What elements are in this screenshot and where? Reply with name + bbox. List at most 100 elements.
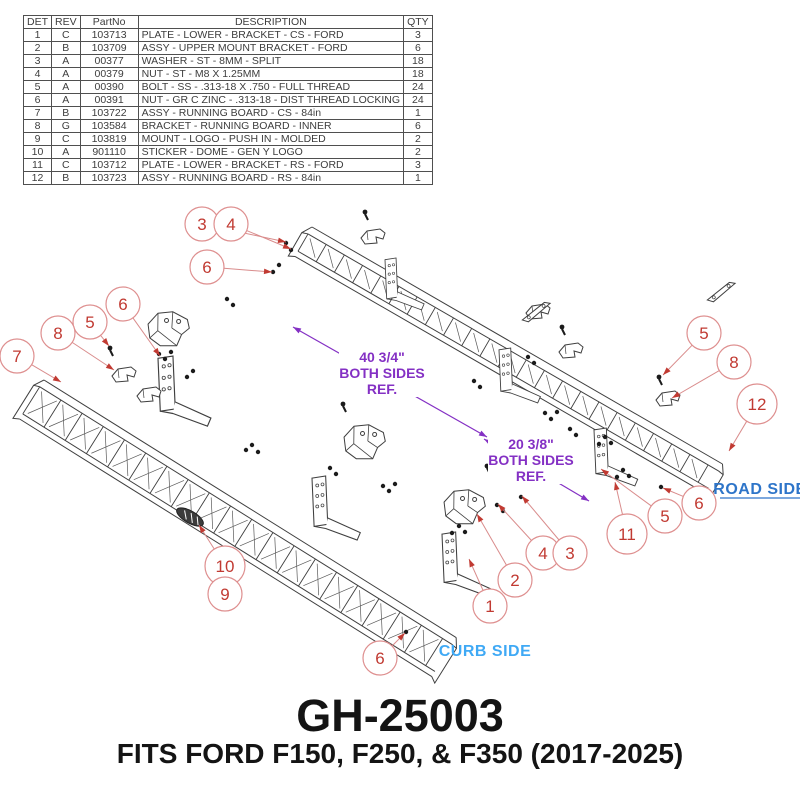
balloon-number: 12 [748,395,767,414]
bolt-hardware [656,374,663,386]
balloon-number: 5 [699,324,708,343]
fastener-hardware-dot [224,296,230,302]
table-cell: 3 [403,28,433,42]
balloon-callout-6: 6 [105,286,161,357]
table-cell: 103584 [79,119,139,133]
table-cell: 3 [23,54,52,68]
logo-mount-plate [706,281,737,303]
table-cell: ASSY - UPPER MOUNT BRACKET - FORD [137,41,405,55]
lower-bracket-plate [360,228,386,245]
table-cell: STICKER - DOME - GEN Y LOGO [137,145,405,159]
balloon-callout-6: 6 [662,485,717,521]
fastener-hardware-dot [162,356,168,362]
arrowhead [498,504,506,512]
fastener-hardware-dot [471,378,477,384]
table-cell: A [51,145,81,159]
fastener-hardware-dot [658,484,664,490]
table-cell: C [51,28,81,42]
upper-mount-bracket [343,424,386,460]
arrowhead [478,430,487,437]
table-cell: MOUNT - LOGO - PUSH IN - MOLDED [137,132,405,146]
balloon-circle [40,315,76,351]
arrowhead [397,633,405,641]
table-cell: 1 [403,171,433,185]
balloon-circle [681,485,717,521]
table-cell: A [51,93,81,107]
balloon-number: 4 [538,544,547,563]
fastener-hardware-dot [333,471,339,477]
leader-line [600,468,652,507]
table-cell: 103713 [79,28,139,42]
inner-running-board-bracket [498,347,541,404]
fastener-hardware-dot [548,416,554,422]
table-cell: 6 [403,119,433,133]
balloon-callout-2: 2 [476,513,533,598]
fastener-hardware-dot [386,488,392,494]
table-cell: 7 [23,106,52,120]
balloon-circle [736,383,778,425]
balloon-callout-3: 3 [521,495,588,571]
balloon-number: 5 [85,313,94,332]
lower-bracket-plate [136,386,162,403]
curb-side-running-board [12,379,457,685]
fastener-hardware-dot [190,368,196,374]
fastener-hardware-dot [525,354,531,360]
balloon-circle [497,562,533,598]
arrowhead [477,514,484,523]
balloon-circle [207,576,243,612]
table-cell: 1 [403,106,433,120]
table-cell: 24 [403,93,433,107]
table-cell: PLATE - LOWER - BRACKET - CS - FORD [137,28,405,42]
balloon-callout-8: 8 [40,315,115,371]
product-model-number: GH-25003 [296,690,504,741]
arrowhead [469,559,475,568]
fastener-hardware-dot [168,349,174,355]
table-cell: 9 [23,132,52,146]
balloon-circle [213,206,249,242]
balloon-callout-11: 11 [606,481,648,555]
table-cell: 24 [403,80,433,94]
arrowhead [663,367,671,375]
table-cell: 6 [23,93,52,107]
side-label: ROAD SIDE [713,481,800,499]
balloon-number: 6 [202,258,211,277]
fastener-hardware-dot [614,474,620,480]
leader-line [521,495,560,541]
fastener-hardware-dot [249,442,255,448]
bolt-hardware [107,345,114,357]
lower-bracket-plate [655,390,681,407]
leader-line [71,341,115,371]
balloon-number: 4 [226,215,235,234]
fastener-hardware-dot [573,432,579,438]
arrowhead [601,469,610,476]
table-cell: A [51,67,81,81]
arrowhead [522,496,530,504]
arrowhead [293,327,302,334]
dimension-text: REF. [367,381,397,397]
arrowhead [614,482,620,491]
lower-bracket-plate [558,342,584,359]
fastener-hardware-dot [270,269,276,275]
bolt-hardware [340,401,347,413]
fastener-hardware-dot [620,467,626,473]
fastener-hardware-dot [380,483,386,489]
balloon-circle [686,315,722,351]
table-cell: 5 [23,80,52,94]
table-cell: 6 [403,41,433,55]
balloon-callout-4: 4 [213,206,292,250]
table-cell: 12 [23,171,52,185]
table-cell: C [51,158,81,172]
table-header-cell: DESCRIPTION [137,15,405,29]
fastener-hardware-dot [602,434,608,440]
dimension-text: BOTH SIDES [339,365,425,381]
fastener-hardware-dot [518,494,524,500]
leader-line [223,267,273,273]
table-cell: 3 [403,158,433,172]
